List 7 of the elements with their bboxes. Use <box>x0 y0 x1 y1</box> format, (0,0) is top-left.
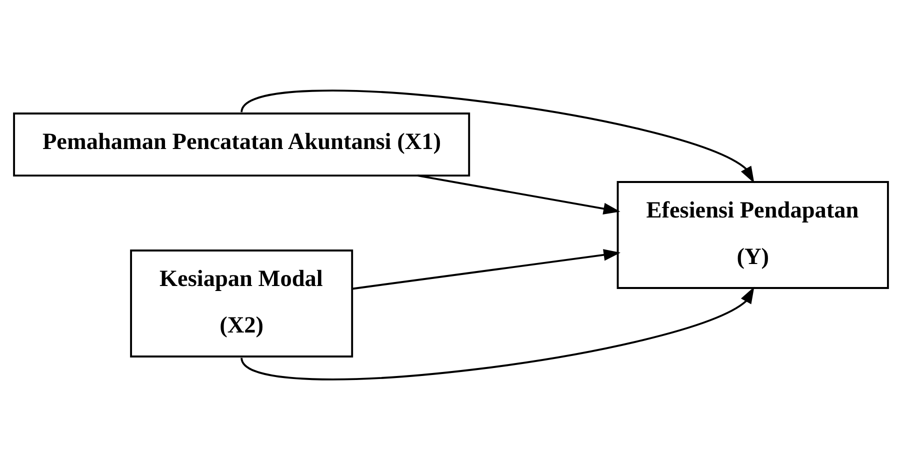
arrow <box>240 286 754 380</box>
node-box: Pemahaman Pencatatan Akuntansi (X1) <box>13 112 470 176</box>
arrow <box>417 174 620 214</box>
arrow <box>240 89 754 183</box>
arrow <box>352 248 620 290</box>
node-box: Kesiapan Modal (X2) <box>130 249 354 357</box>
node-box: Efesiensi Pendapatan (Y) <box>616 180 889 288</box>
